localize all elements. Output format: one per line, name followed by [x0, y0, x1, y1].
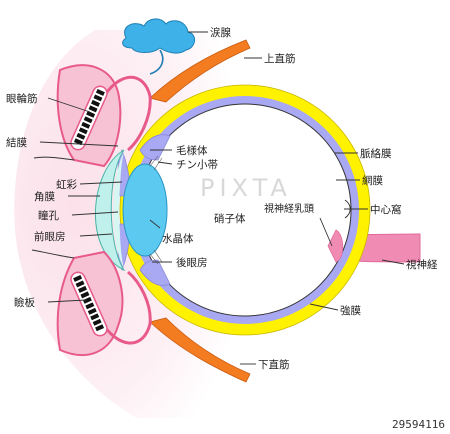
labels: 涙腺 上直筋 眼輪筋 結膜 毛様体 チン小帯 脈絡膜 虹彩 網膜 角膜 中心窩 … [6, 26, 438, 371]
ciliary-body-upper [139, 134, 171, 161]
lens [122, 163, 168, 257]
label-vitreous: 硝子体 [214, 212, 246, 225]
watermark-footer-bar [0, 418, 450, 434]
upper-eyelid-conjunctiva-fold [102, 75, 152, 152]
zinn-zonule [149, 155, 163, 265]
label-lens: 水晶体 [162, 233, 194, 245]
label-optic-nerve: 視神経 [406, 258, 438, 271]
lower-eyelid [31, 249, 152, 357]
label-fovea: 中心窩 [370, 203, 402, 216]
ciliary-body-lower [139, 259, 171, 286]
superior-rectus-muscle [149, 39, 251, 103]
label-iris: 虹彩 [56, 179, 77, 191]
watermark-id: 29594116 [392, 418, 445, 431]
lower-tarsal-plate [70, 271, 108, 337]
lower-eyelash [31, 249, 75, 259]
label-orbicularis-oculi: 眼輪筋 [6, 92, 38, 105]
label-choroid: 脈絡膜 [360, 147, 392, 160]
upper-eyelid [33, 64, 152, 168]
label-tarsal-plate: 瞼板 [14, 296, 35, 309]
watermark-logo: PIXTA [200, 174, 292, 202]
label-lacrimal-gland: 涙腺 [210, 26, 231, 39]
label-sclera: 強膜 [340, 304, 361, 317]
label-inferior-rectus: 下直筋 [258, 358, 290, 371]
label-pupil: 瞳孔 [38, 209, 59, 222]
label-ciliary-body: 毛様体 [176, 144, 208, 157]
label-anterior-chamber: 前眼房 [34, 230, 66, 243]
retina [138, 103, 352, 317]
lacrimal-gland-shape [122, 18, 195, 54]
optic-disc [327, 229, 344, 263]
lacrimal-duct [149, 49, 164, 75]
label-retina: 網膜 [362, 174, 383, 187]
cornea [94, 149, 126, 272]
label-cornea: 角膜 [34, 191, 55, 203]
upper-tarsal-plate [70, 85, 108, 151]
lower-eyelid-conjunctiva-fold [102, 270, 152, 345]
anterior-chamber [113, 152, 124, 268]
label-posterior-chamber: 後眼房 [176, 256, 208, 269]
leader-lines [39, 31, 405, 365]
inferior-rectus-muscle [149, 317, 251, 383]
lacrimal-gland [122, 18, 195, 75]
label-conjunctiva: 結膜 [6, 136, 27, 149]
upper-eyelash [33, 156, 75, 161]
label-optic-disc: 視神経乳頭 [264, 202, 314, 215]
label-superior-rectus: 上直筋 [264, 52, 296, 65]
label-zinn-zonule: チン小帯 [176, 158, 218, 171]
